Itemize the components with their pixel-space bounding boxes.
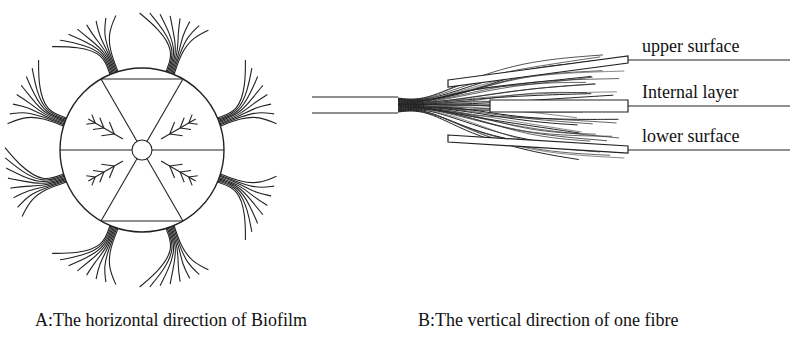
upper-surface-zone — [448, 56, 628, 87]
biofilm-twig — [189, 177, 192, 185]
bundle-knot — [422, 99, 424, 111]
biofilm-twig — [101, 164, 114, 166]
biofilm-branch — [161, 161, 196, 181]
fibre-strand — [6, 168, 64, 181]
biofilm-twig — [100, 172, 104, 182]
spoke — [101, 79, 183, 221]
fibre-strand — [140, 228, 171, 287]
biofilm-twig — [92, 115, 95, 123]
carrier-rod — [312, 96, 398, 97]
biofilm-branch — [161, 119, 196, 139]
biofilm-twig — [109, 122, 114, 134]
fibre-strand — [150, 13, 172, 72]
fibre-strand — [32, 68, 66, 119]
biofilm-twig — [180, 128, 191, 130]
part-label: lower surface — [642, 126, 739, 147]
biofilm-branch — [88, 161, 123, 181]
bundle-knot — [420, 99, 422, 111]
fibre-strand — [109, 16, 118, 72]
biofilm-twig — [189, 176, 198, 177]
ring-chord — [101, 220, 183, 221]
biofilm-twig — [170, 134, 183, 136]
biofilm-twig — [92, 177, 95, 185]
fibre-strand — [39, 60, 67, 118]
fibre-strand — [14, 180, 66, 198]
biofilm-twig — [170, 122, 175, 134]
fibre-strand — [69, 226, 113, 265]
fibre-strand — [398, 111, 579, 160]
carrier-ring — [60, 68, 224, 232]
biofilm-twig — [189, 115, 192, 123]
bundle-knot — [412, 99, 414, 111]
biofilm-twig — [180, 170, 191, 172]
biofilm-twig — [101, 134, 114, 136]
bundle-knot — [402, 99, 404, 111]
fibre-strand — [220, 104, 271, 124]
spoke — [101, 79, 183, 221]
biofilm-twig — [86, 176, 95, 177]
fibre-strand — [5, 148, 64, 179]
biofilm-twig — [93, 170, 104, 172]
fibre-strand — [218, 180, 257, 224]
bundle-knot — [407, 99, 409, 111]
lower-surface-zone — [448, 135, 628, 153]
fibre-strand — [217, 60, 245, 118]
fibre-side-view — [312, 55, 790, 160]
fibre-strand — [172, 226, 190, 278]
biofilm-twig — [170, 164, 183, 166]
carrier-rod — [312, 112, 398, 113]
leader-line — [628, 149, 790, 150]
biofilm-branch — [88, 119, 123, 139]
internal-layer-zone — [490, 100, 628, 112]
bundle-knot — [415, 99, 417, 111]
fibre-strand — [60, 40, 111, 74]
biofilm-twig — [100, 118, 104, 128]
fibre-strand — [52, 225, 110, 253]
biofilm-twig — [170, 166, 175, 178]
bundle-knot — [417, 99, 419, 111]
hub — [132, 140, 152, 160]
fibre-strand — [172, 22, 190, 74]
biofilm-cross-section — [5, 13, 276, 287]
bundle-knot — [399, 99, 401, 111]
fibre-strand — [174, 30, 208, 74]
bundle-knot — [409, 99, 411, 111]
fibre-strand — [52, 47, 110, 75]
fibre-strand — [26, 77, 65, 121]
biofilm-twig — [109, 166, 114, 178]
biofilm-twig — [93, 128, 104, 130]
fibre-strand — [398, 79, 619, 102]
fibre-strand — [217, 182, 245, 240]
ring-chord — [101, 78, 183, 79]
biofilm-twig — [86, 123, 95, 124]
biofilm-twig — [180, 118, 184, 128]
fibre-strand — [77, 29, 113, 73]
leader-line — [628, 105, 790, 106]
figure-caption: A:The horizontal direction of Biofilm — [35, 310, 307, 331]
fibre-strand — [96, 21, 116, 72]
fibre-strand — [60, 226, 111, 260]
bundle-knot — [404, 99, 406, 111]
fibre-strand — [220, 117, 276, 126]
figure-caption: B:The vertical direction of one fibre — [418, 310, 678, 331]
fibre-strand — [218, 68, 252, 119]
leader-line — [628, 59, 790, 60]
fibre-strand — [219, 85, 263, 121]
fibre-strand — [171, 18, 180, 73]
fibre-strand — [140, 13, 171, 72]
biofilm-twig — [189, 123, 198, 124]
fibre-strand — [218, 181, 252, 232]
biofilm-twig — [180, 172, 184, 182]
part-label: upper surface — [642, 36, 739, 57]
part-label: Internal layer — [642, 82, 738, 103]
fibre-strand — [160, 228, 173, 286]
